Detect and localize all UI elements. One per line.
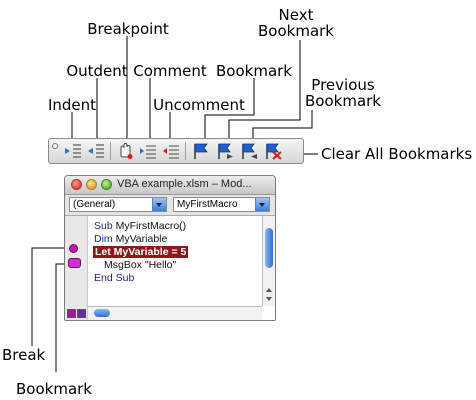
vertical-scroll-thumb[interactable]	[265, 228, 273, 268]
callout-previous-bookmark-1: Previous	[311, 76, 375, 94]
horizontal-scrollbar[interactable]	[88, 306, 262, 320]
chevron-down-icon[interactable]	[255, 198, 269, 211]
breakpoint-highlight: Let MyVariable = 5	[93, 246, 189, 258]
zoom-icon[interactable]	[101, 179, 112, 190]
uncomment-block-icon	[163, 145, 179, 159]
chevron-down-icon[interactable]	[152, 198, 166, 211]
previous-bookmark-icon	[242, 143, 257, 159]
callout-next-bookmark-1: Next	[278, 6, 314, 24]
comment-block-icon	[140, 145, 156, 159]
code-text: MyVariable	[112, 233, 168, 245]
vertical-scrollbar[interactable]	[262, 216, 275, 306]
callout-bookmark-margin: Bookmark	[16, 380, 92, 398]
callout-previous-bookmark-2: Bookmark	[305, 92, 381, 110]
toolbar-grip[interactable]	[52, 141, 58, 161]
close-icon[interactable]	[71, 179, 82, 190]
previous-bookmark-button[interactable]	[238, 140, 260, 162]
object-combo[interactable]: (General)	[69, 197, 167, 212]
clear-all-bookmarks-icon	[266, 143, 282, 160]
callout-outdent: Outdent	[66, 62, 128, 80]
edit-toolbar	[48, 138, 304, 164]
outdent-button[interactable]	[85, 140, 107, 162]
scroll-up-icon[interactable]	[266, 288, 272, 292]
outdent-icon	[88, 144, 104, 158]
toggle-breakpoint-icon	[120, 142, 133, 159]
toggle-bookmark-icon	[194, 143, 208, 159]
toggle-breakpoint-button[interactable]	[114, 140, 136, 162]
callout-bookmark: Bookmark	[216, 62, 292, 80]
procedure-combo-value: MyFirstMacro	[177, 199, 238, 210]
breakpoint-marker[interactable]	[69, 244, 78, 253]
code-line[interactable]: MsgBox "Hello"	[104, 259, 177, 271]
code-text: MyFirstMacro()	[112, 220, 187, 232]
callout-breakpoint: Breakpoint	[87, 20, 169, 38]
code-line-breakpoint[interactable]: Let MyVariable = 5	[93, 246, 189, 258]
clear-all-bookmarks-button[interactable]	[262, 140, 284, 162]
toolbar-separator	[185, 142, 186, 160]
callout-break: Break	[2, 346, 46, 364]
next-bookmark-button[interactable]	[214, 140, 236, 162]
indent-button[interactable]	[62, 140, 84, 162]
comment-block-button[interactable]	[137, 140, 159, 162]
code-pane[interactable]: Sub MyFirstMacro() Dim MyVariable Let My…	[88, 216, 262, 306]
procedure-combo[interactable]: MyFirstMacro	[173, 197, 270, 212]
code-line[interactable]: End Sub	[94, 272, 135, 284]
horizontal-scroll-thumb[interactable]	[94, 309, 110, 317]
uncomment-block-button[interactable]	[160, 140, 182, 162]
callout-next-bookmark-2: Bookmark	[258, 22, 334, 40]
procedure-view-icon[interactable]	[67, 309, 76, 318]
minimize-icon[interactable]	[86, 179, 97, 190]
bookmark-marker[interactable]	[68, 258, 81, 268]
code-keyword: Sub	[94, 220, 113, 232]
combo-bar: (General) MyFirstMacro	[65, 195, 275, 216]
code-line[interactable]: Sub MyFirstMacro()	[94, 220, 186, 232]
object-combo-value: (General)	[73, 199, 116, 210]
callout-comment: Comment	[133, 62, 207, 80]
callout-clear-all-bookmarks: Clear All Bookmarks	[321, 145, 473, 163]
callout-uncomment: Uncomment	[153, 96, 245, 114]
window-titlebar[interactable]: VBA example.xlsm – Mod...	[65, 176, 275, 195]
margin-indicator-bar[interactable]	[65, 216, 88, 320]
toolbar-separator	[110, 142, 111, 160]
scroll-down-icon[interactable]	[266, 297, 272, 301]
toggle-bookmark-button[interactable]	[190, 140, 212, 162]
next-bookmark-icon	[218, 143, 233, 159]
code-window: VBA example.xlsm – Mod... (General) MyFi…	[64, 175, 276, 321]
window-title: VBA example.xlsm – Mod...	[117, 178, 252, 190]
callout-indent: Indent	[47, 96, 97, 114]
full-module-view-icon[interactable]	[77, 309, 86, 318]
code-keyword: Dim	[94, 233, 113, 245]
indent-icon	[65, 144, 81, 158]
code-line[interactable]: Dim MyVariable	[94, 233, 167, 245]
